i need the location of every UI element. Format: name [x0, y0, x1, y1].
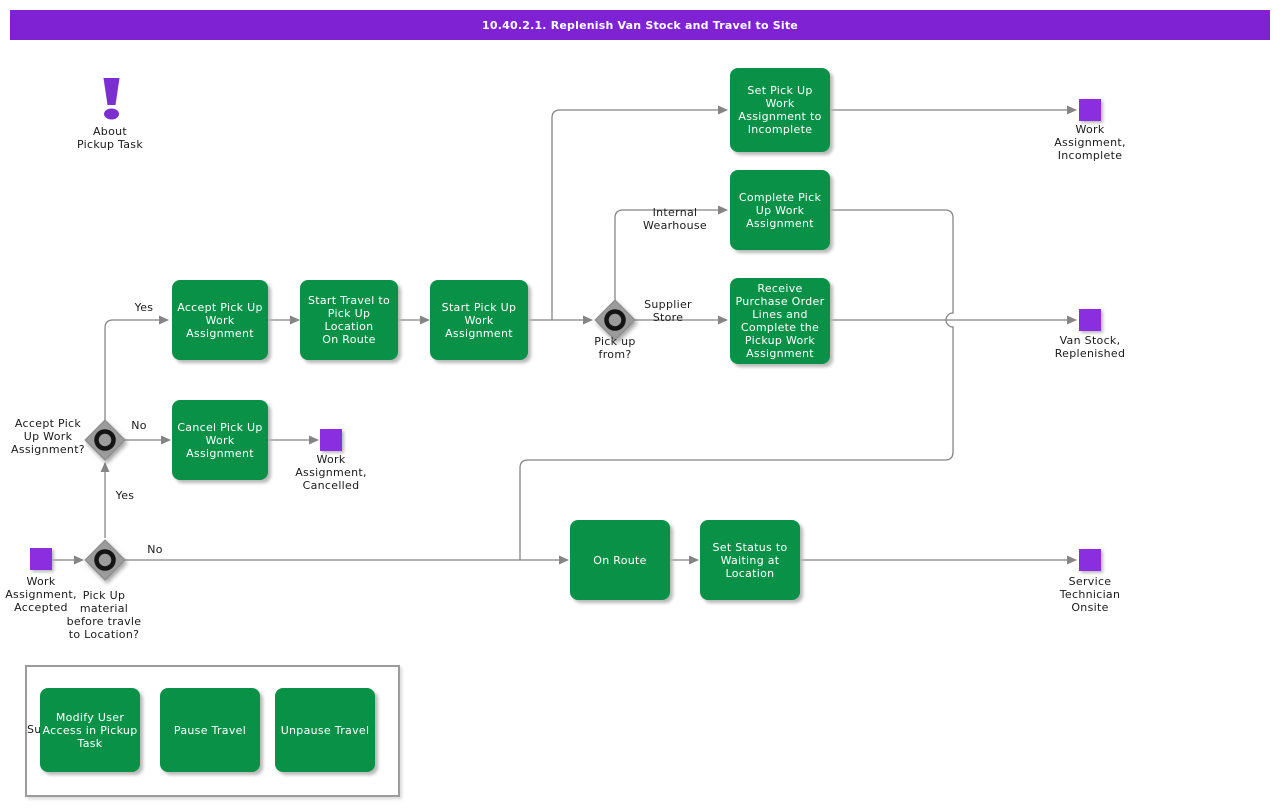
- gateway-pickup-from: [594, 299, 636, 341]
- event-service-technician-onsite: [1079, 549, 1101, 571]
- task-receive-purchase-order-lines[interactable]: Receive Purchase Order Lines and Complet…: [730, 278, 830, 364]
- event-label-work-assignment-cancelled: Work Assignment, Cancelled: [295, 453, 367, 492]
- subprocess-partial-label: Su: [27, 723, 42, 736]
- edge-label-no-material: No: [147, 543, 163, 556]
- task-set-status-waiting-at-location[interactable]: Set Status to Waiting at Location: [700, 520, 800, 600]
- gateway-accept-question: [84, 419, 126, 461]
- task-start-pickup-work-assignment[interactable]: Start Pick Up Work Assignment: [430, 280, 528, 360]
- edge-label-supplier-store: Supplier Store: [644, 298, 692, 324]
- decision-label-material-question: Pick Up material before travle to Locati…: [66, 589, 142, 641]
- connector-yes-accept: [104, 315, 169, 421]
- edge-label-no-cancel: No: [131, 419, 147, 432]
- event-label-van-stock-replenished: Van Stock, Replenished: [1054, 334, 1126, 360]
- task-set-pickup-work-assignment-incomplete[interactable]: Set Pick Up Work Assignment to Incomplet…: [730, 68, 830, 152]
- task-accept-pickup-work-assignment[interactable]: Accept Pick Up Work Assignment: [172, 280, 268, 360]
- gateway-material-question: [84, 539, 126, 581]
- event-work-assignment-incomplete: [1079, 99, 1101, 121]
- edge-label-yes-material: Yes: [115, 489, 135, 502]
- decision-label-accept-question: Accept Pick Up Work Assignment?: [11, 417, 85, 456]
- event-work-assignment-accepted: [30, 548, 52, 570]
- event-work-assignment-cancelled: [320, 429, 342, 451]
- connector-internal: [614, 205, 728, 300]
- title-bar: 10.40.2.1. Replenish Van Stock and Trave…: [10, 10, 1270, 40]
- page-title: 10.40.2.1. Replenish Van Stock and Trave…: [482, 18, 798, 32]
- connector-feedback: [519, 209, 954, 560]
- task-on-route[interactable]: On Route: [570, 520, 670, 600]
- event-label-work-assignment-accepted: Work Assignment, Accepted: [5, 575, 77, 614]
- edge-label-internal-wearhouse: Internal Wearhouse: [643, 206, 707, 232]
- event-label-service-technician-onsite: Service Technician Onsite: [1059, 575, 1121, 614]
- task-unpause-travel[interactable]: Unpause Travel: [275, 688, 375, 772]
- task-start-travel-to-pickup-location[interactable]: Start Travel to Pick Up Location On Rout…: [300, 280, 398, 360]
- connector-to-set-incomplete: [551, 105, 728, 320]
- task-complete-pickup-work-assignment[interactable]: Complete Pick Up Work Assignment: [730, 170, 830, 250]
- edge-label-yes-accept: Yes: [134, 301, 154, 314]
- decision-label-pickup-from: Pick up from?: [594, 335, 636, 361]
- event-label-work-assignment-incomplete: Work Assignment, Incomplete: [1054, 123, 1126, 162]
- task-modify-user-access-in-pickup-task[interactable]: Modify User Access in Pickup Task: [40, 688, 140, 772]
- exclamation-icon[interactable]: [103, 78, 120, 120]
- about-pickup-task-label: About Pickup Task: [76, 125, 144, 151]
- subprocess-container: [25, 665, 400, 797]
- event-van-stock-replenished: [1079, 309, 1101, 331]
- task-cancel-pickup-work-assignment[interactable]: Cancel Pick Up Work Assignment: [172, 400, 268, 480]
- task-pause-travel[interactable]: Pause Travel: [160, 688, 260, 772]
